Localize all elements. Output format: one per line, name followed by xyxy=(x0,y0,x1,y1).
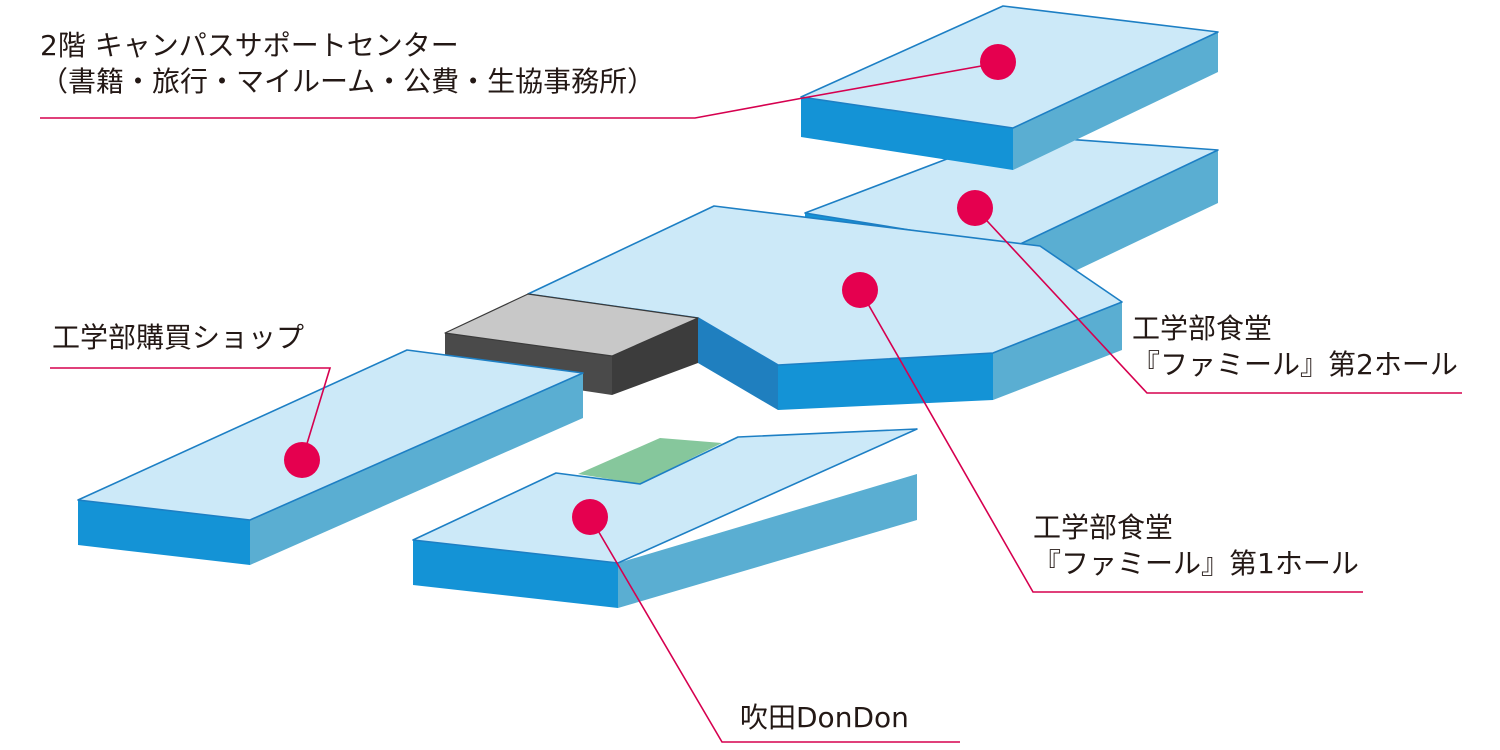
label-shop-name: 工学部購買ショップ xyxy=(52,321,305,354)
leader-support-center xyxy=(40,62,999,119)
label-support-center-line1: 2階 キャンパスサポートセンター xyxy=(40,29,459,62)
label-hall1-line1: 工学部食堂 xyxy=(1033,511,1174,544)
label-dondon-name: 吹田DonDon xyxy=(740,701,909,734)
marker-support-center[interactable] xyxy=(980,44,1016,80)
label-hall1: 工学部食堂 『ファミール』第1ホール xyxy=(1033,510,1359,582)
leader-hall1 xyxy=(859,289,1363,593)
marker-shop[interactable] xyxy=(284,442,320,478)
marker-hall1[interactable] xyxy=(842,272,878,308)
label-dondon: 吹田DonDon xyxy=(740,700,909,736)
green-patch xyxy=(578,438,722,484)
label-support-center: 2階 キャンパスサポートセンター （書籍・旅行・マイルーム・公費・生協事務所） xyxy=(40,28,655,100)
marker-hall2[interactable] xyxy=(957,190,993,226)
marker-dondon[interactable] xyxy=(572,499,608,535)
label-hall1-line2: 『ファミール』第1ホール xyxy=(1033,547,1359,580)
label-hall2: 工学部食堂 『ファミール』第2ホール xyxy=(1132,311,1458,383)
leader-shop xyxy=(50,367,332,461)
label-support-center-line2: （書籍・旅行・マイルーム・公費・生協事務所） xyxy=(40,65,656,98)
label-hall2-line1: 工学部食堂 xyxy=(1132,312,1273,345)
building-shop xyxy=(77,349,584,565)
building-hall1 xyxy=(527,205,1123,410)
building-gray-block xyxy=(444,293,699,395)
leader-hall2 xyxy=(974,207,1462,394)
label-hall2-line2: 『ファミール』第2ホール xyxy=(1132,348,1458,381)
label-shop: 工学部購買ショップ xyxy=(52,320,304,356)
leader-dondon xyxy=(589,516,960,743)
leader-lines xyxy=(40,62,1462,743)
markers xyxy=(284,44,1016,535)
building-dondon xyxy=(412,428,918,608)
